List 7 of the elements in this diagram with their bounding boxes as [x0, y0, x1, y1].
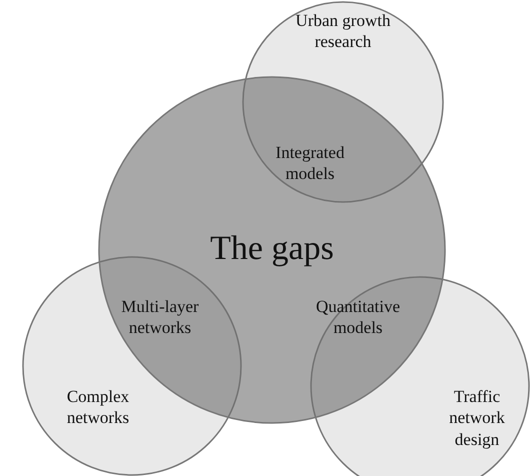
circle-label: Traffic network design: [448, 386, 506, 450]
overlap-label: Integrated models: [274, 142, 346, 184]
overlap-label: Multi-layer networks: [120, 296, 200, 338]
overlap-label: Quantitative models: [314, 296, 402, 338]
circle-label: Complex networks: [66, 386, 130, 428]
circle-label: The gaps: [209, 229, 335, 269]
circle-label: Urban growth research: [294, 10, 392, 52]
